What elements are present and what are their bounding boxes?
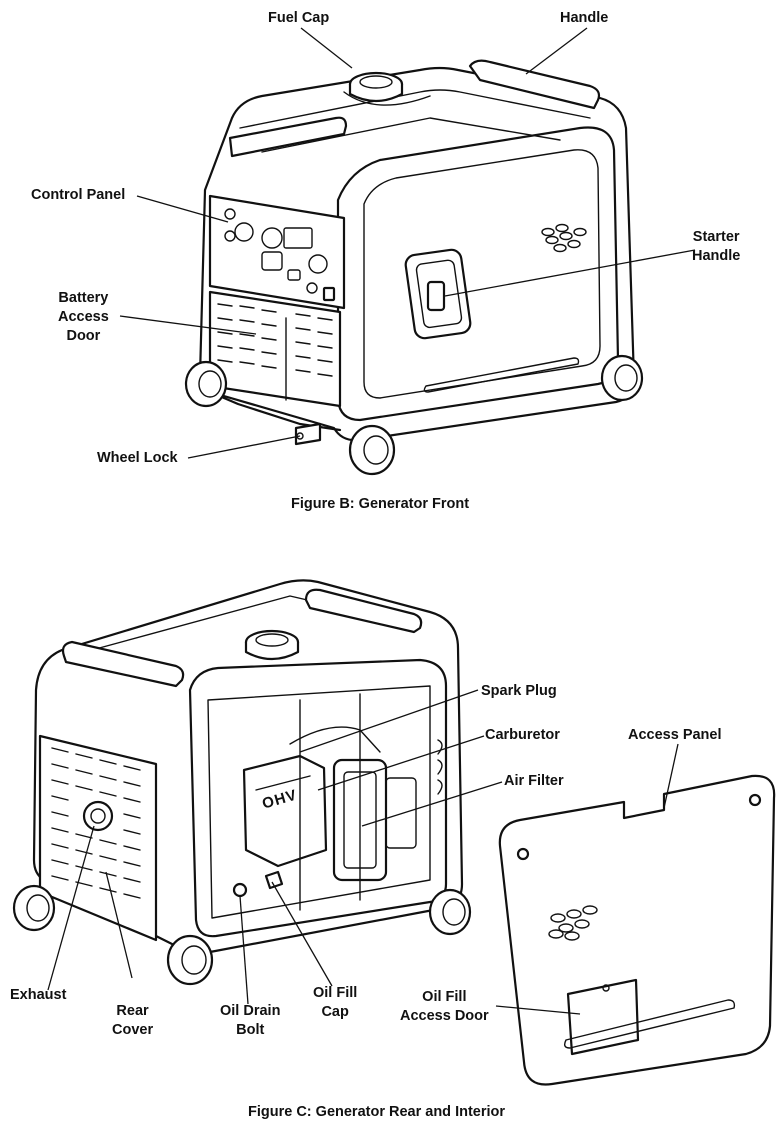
label-wheel-lock: Wheel Lock — [97, 450, 178, 466]
label-fuel-cap: Fuel Cap — [268, 10, 330, 26]
label-control-panel: Control Panel — [31, 187, 126, 203]
label-handle: Handle — [560, 10, 609, 26]
label-exhaust: Exhaust — [10, 987, 67, 1003]
label-oil-drain-bolt: Oil Drain Bolt — [220, 1003, 281, 1038]
label-air-filter: Air Filter — [504, 773, 564, 789]
figure-b-caption: Figure B: Generator Front — [291, 496, 470, 512]
label-oil-fill-access-door: Oil Fill Access Door — [400, 989, 489, 1024]
label-oil-fill-cap: Oil Fill Cap — [313, 985, 358, 1020]
label-spark-plug: Spark Plug — [481, 683, 557, 699]
figure-c-caption: Figure C: Generator Rear and Interior — [248, 1104, 506, 1120]
label-rear-cover: Rear Cover — [112, 1003, 154, 1038]
figure-b-leader-lines — [119, 27, 696, 459]
access-panel-illustration — [498, 774, 776, 1086]
generator-rear-illustration — [12, 579, 472, 986]
label-carburetor: Carburetor — [485, 727, 560, 743]
label-starter-handle: Starter Handle — [692, 229, 741, 264]
figure-c-leader-lines — [47, 689, 679, 1015]
generator-front-illustration — [184, 59, 644, 476]
label-battery-access-door: Battery Access Door — [58, 290, 109, 344]
label-access-panel: Access Panel — [628, 727, 722, 743]
